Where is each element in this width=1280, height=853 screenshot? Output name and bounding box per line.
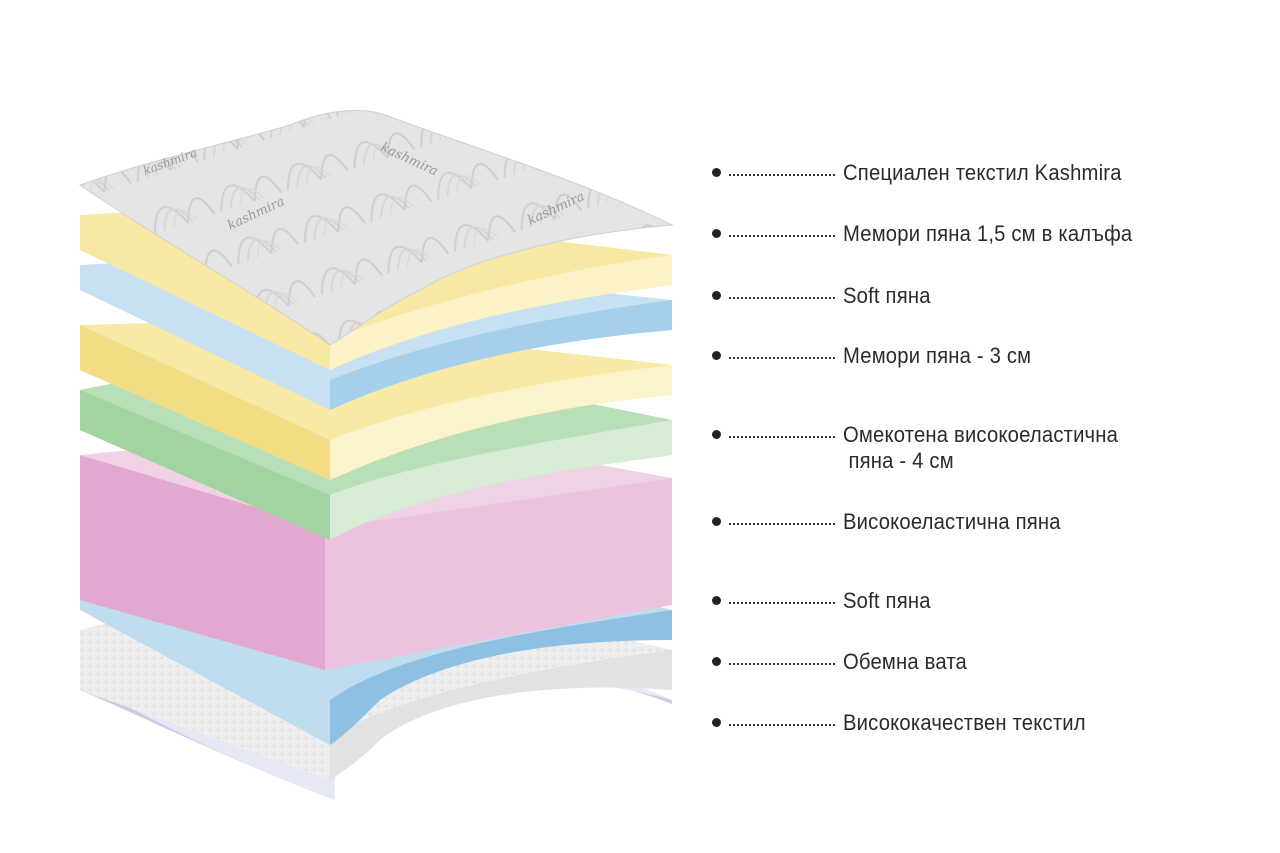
- label-row-top-textile: Специален текстил Kashmira: [712, 160, 1146, 186]
- label-soft-foam-top: Soft пяна: [843, 283, 931, 308]
- leader-line: [729, 357, 835, 359]
- leader-line: [729, 297, 835, 299]
- bullet-icon: [712, 351, 721, 360]
- bullet-icon: [712, 291, 721, 300]
- label-line-1: Омекотена високоеластична: [843, 422, 1119, 447]
- label-memory-foam-3cm: Мемори пяна - 3 см: [843, 343, 1032, 368]
- label-row-memory-foam-3cm: Мемори пяна - 3 см: [712, 343, 1048, 369]
- bullet-icon: [712, 430, 721, 439]
- label-soft-foam-bottom: Soft пяна: [843, 588, 931, 613]
- label-soft-high-elastic-foam: Омекотена високоеластична пяна - 4 см: [843, 422, 1118, 474]
- label-row-soft-high-elastic-foam: Омекотена високоеластична пяна - 4 см: [712, 422, 1142, 474]
- label-row-wadding: Обемна вата: [712, 649, 978, 675]
- mattress-layer-stack: kashmira kashmira kashmira kashmira: [78, 110, 674, 800]
- leader-line: [729, 235, 835, 237]
- label-row-memory-foam-1-5cm: Мемори пяна 1,5 см в калъфа: [712, 221, 1158, 247]
- label-line-2: пяна - 4 см: [848, 448, 954, 473]
- label-bottom-textile: Висококачествен текстил: [843, 710, 1086, 735]
- label-row-bottom-textile: Висококачествен текстил: [712, 710, 1107, 736]
- leader-line: [729, 602, 835, 604]
- layer-top-textile: kashmira kashmira kashmira kashmira: [78, 110, 674, 346]
- label-row-soft-foam-bottom: Soft пяна: [712, 588, 938, 614]
- leader-line: [729, 523, 835, 525]
- label-wadding: Обемна вата: [843, 649, 967, 674]
- bullet-icon: [712, 229, 721, 238]
- leader-line: [729, 663, 835, 665]
- leader-line: [729, 724, 835, 726]
- label-row-soft-foam-top: Soft пяна: [712, 283, 938, 309]
- leader-line: [729, 436, 835, 438]
- label-top-textile: Специален текстил Kashmira: [843, 160, 1122, 185]
- leader-line: [729, 174, 835, 176]
- label-memory-foam-1-5cm: Мемори пяна 1,5 см в калъфа: [843, 221, 1133, 246]
- bullet-icon: [712, 596, 721, 605]
- label-high-elastic-foam: Високоеластична пяна: [843, 509, 1061, 534]
- bullet-icon: [712, 718, 721, 727]
- bullet-icon: [712, 657, 721, 666]
- label-row-high-elastic-foam: Високоеластична пяна: [712, 509, 1080, 535]
- bullet-icon: [712, 517, 721, 526]
- bullet-icon: [712, 168, 721, 177]
